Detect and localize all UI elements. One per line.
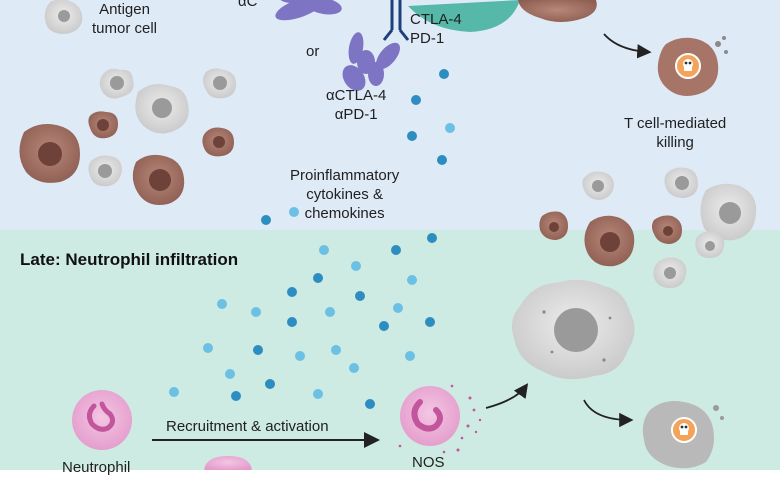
antibody-label: αCTLA-4 αPD-1 — [326, 87, 387, 123]
t-cell-killing-label: T cell-mediated killing — [624, 115, 727, 151]
antibody-icon — [342, 32, 400, 91]
antigen-tumor-cell-label: Antigen tumor cell — [92, 1, 158, 37]
skull-icon — [675, 53, 701, 79]
t-cell-receptor-icon — [382, 0, 520, 41]
tumor-cell-icon — [539, 211, 568, 240]
tumor-cell-icon — [652, 215, 682, 244]
arrow-icon — [583, 399, 634, 428]
tumor-cell-icon — [135, 84, 189, 134]
tumor-cell-icon — [695, 231, 725, 258]
tumor-cell-icon — [664, 167, 698, 198]
neutrophil-icon — [398, 384, 482, 454]
tumor-cell-icon — [582, 171, 614, 200]
antibody-partial-label: αC — [238, 0, 258, 10]
tumor-cell-icon — [203, 68, 236, 99]
cytokines-label: Proinflammatory cytokines & chemokines — [290, 167, 400, 222]
tumor-cell-icon — [518, 0, 597, 22]
cytokine-dot-icon — [169, 69, 455, 409]
tumor-cell-icon — [44, 0, 83, 34]
skull-icon — [671, 417, 697, 443]
checkpoint-receptor-label: CTLA-4 PD-1 — [410, 11, 462, 47]
nos-label: NOS — [412, 454, 445, 471]
tumor-cell-icon — [88, 111, 118, 139]
neutrophil-icon — [72, 390, 132, 450]
arrow-icon — [485, 383, 529, 409]
tumor-cell-icon — [88, 155, 122, 187]
late-phase-heading: Late: Neutrophil infiltration — [20, 250, 239, 269]
tumor-cell-icon — [653, 257, 687, 288]
recruitment-label: Recruitment & activation — [166, 418, 329, 435]
neutrophil-label: Neutrophil — [62, 459, 131, 476]
tumor-cell-icon — [202, 127, 234, 157]
top-panel-bg — [0, 0, 780, 230]
tumor-cell-icon — [19, 124, 80, 183]
tumor-cell-icon — [132, 154, 185, 205]
tumor-cell-icon — [512, 279, 635, 380]
antibody-icon — [275, 0, 342, 21]
arrow-icon — [603, 33, 652, 59]
tumor-cell-icon — [584, 215, 635, 267]
tumor-cell-icon — [700, 183, 757, 241]
neutrophil-icon — [204, 456, 252, 470]
or-label: or — [306, 43, 320, 60]
tumor-cell-icon — [99, 68, 134, 99]
